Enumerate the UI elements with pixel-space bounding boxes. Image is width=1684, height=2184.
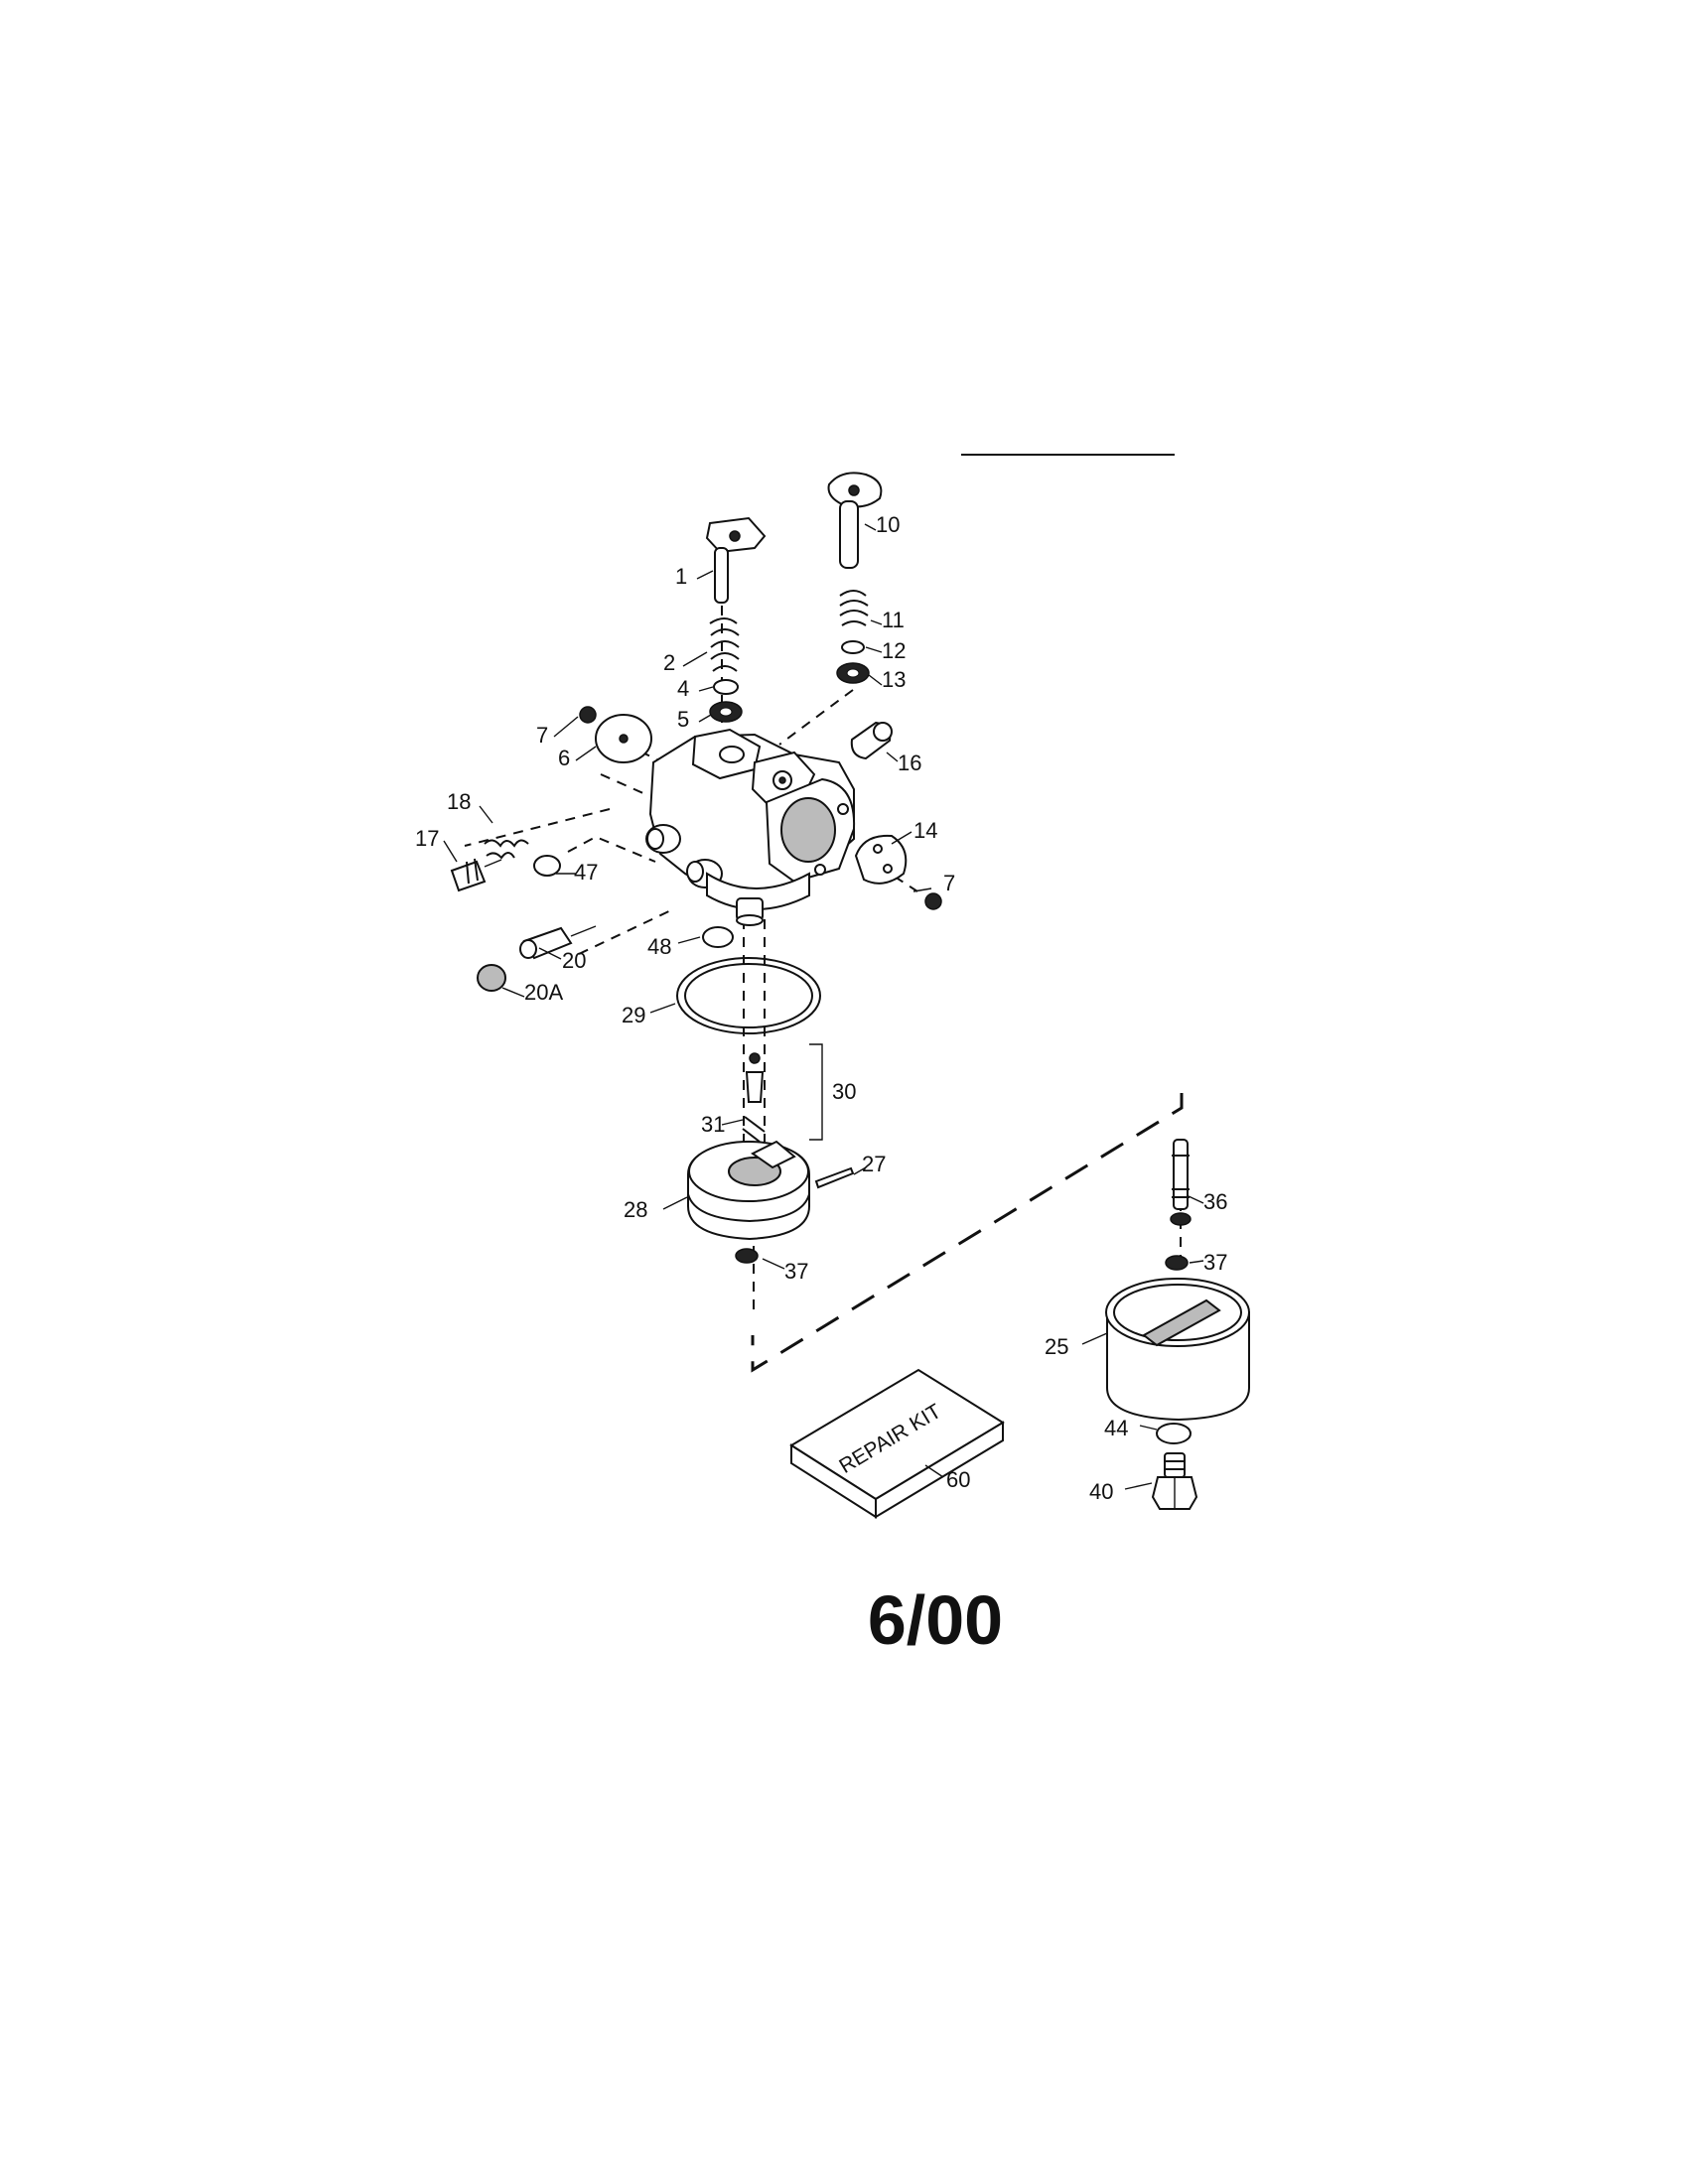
float-pin bbox=[814, 1166, 855, 1189]
bowl-nut bbox=[1151, 1452, 1198, 1510]
callout-7-upper: 7 bbox=[536, 723, 548, 748]
choke-shaft bbox=[827, 472, 883, 569]
main-nozzle bbox=[1170, 1139, 1192, 1226]
welch-plug-47 bbox=[533, 855, 561, 877]
screw-7-upper bbox=[579, 706, 597, 724]
callout-27: 27 bbox=[862, 1152, 886, 1176]
callout-labels: 1 2 4 5 7 6 10 11 12 13 16 14 7 18 17 47… bbox=[415, 512, 1227, 1504]
callout-2: 2 bbox=[663, 650, 675, 675]
cap-20a bbox=[477, 964, 506, 992]
choke-spring bbox=[839, 590, 869, 626]
seal-13 bbox=[836, 662, 870, 684]
footer-date: 6/00 bbox=[868, 1581, 1003, 1659]
callout-16: 16 bbox=[898, 751, 921, 775]
seal-5 bbox=[709, 701, 743, 723]
callout-18: 18 bbox=[447, 789, 471, 814]
callout-36: 36 bbox=[1203, 1189, 1227, 1214]
callout-37-lower: 37 bbox=[784, 1259, 808, 1284]
callout-7-lower: 7 bbox=[943, 871, 955, 895]
throttle-shaft bbox=[705, 516, 767, 604]
screw-7-lower bbox=[924, 892, 942, 910]
callout-20a: 20A bbox=[524, 980, 563, 1005]
bowl-gasket bbox=[676, 957, 821, 1034]
fuel-inlet bbox=[850, 721, 893, 760]
repair-kit: REPAIR KIT bbox=[789, 1368, 1005, 1519]
main-adjust-screw bbox=[519, 925, 597, 960]
callout-10: 10 bbox=[876, 512, 900, 537]
callout-11: 11 bbox=[882, 608, 905, 632]
float-clip bbox=[742, 1116, 766, 1143]
washer-12 bbox=[841, 640, 865, 654]
washer-4 bbox=[713, 679, 739, 695]
choke-plate bbox=[854, 834, 908, 885]
callout-14: 14 bbox=[913, 818, 937, 843]
callout-25: 25 bbox=[1045, 1334, 1068, 1359]
idle-mixture-screw bbox=[450, 858, 502, 892]
o-ring-48 bbox=[702, 926, 734, 948]
washer-37-lower bbox=[735, 1248, 759, 1264]
bowl-washer bbox=[1156, 1423, 1192, 1444]
callout-30: 30 bbox=[832, 1079, 856, 1104]
washer-37-upper bbox=[1165, 1255, 1189, 1271]
callout-37-upper: 37 bbox=[1203, 1250, 1227, 1275]
callout-60: 60 bbox=[946, 1467, 970, 1492]
callout-47: 47 bbox=[574, 860, 598, 885]
callout-17: 17 bbox=[415, 826, 439, 851]
callout-1: 1 bbox=[675, 564, 687, 589]
callout-20: 20 bbox=[562, 948, 586, 973]
throttle-plate bbox=[595, 714, 652, 763]
callout-29: 29 bbox=[622, 1003, 645, 1027]
callout-40: 40 bbox=[1089, 1479, 1113, 1504]
float bbox=[687, 1140, 810, 1241]
float-bowl bbox=[1105, 1278, 1250, 1422]
callout-12: 12 bbox=[882, 638, 906, 663]
idle-screw-spring bbox=[484, 839, 529, 860]
callout-31: 31 bbox=[701, 1112, 725, 1137]
callout-5: 5 bbox=[677, 707, 689, 732]
callout-4: 4 bbox=[677, 676, 689, 701]
callout-28: 28 bbox=[624, 1197, 647, 1222]
callout-13: 13 bbox=[882, 667, 906, 692]
callout-6: 6 bbox=[558, 746, 570, 770]
carburetor-body bbox=[645, 728, 856, 926]
inlet-needle-seat bbox=[745, 1043, 823, 1141]
throttle-spring bbox=[709, 617, 740, 672]
assembly-lines bbox=[464, 588, 1184, 1373]
callout-44: 44 bbox=[1104, 1416, 1128, 1440]
callout-48: 48 bbox=[647, 934, 671, 959]
leader-lines bbox=[443, 523, 1204, 1490]
